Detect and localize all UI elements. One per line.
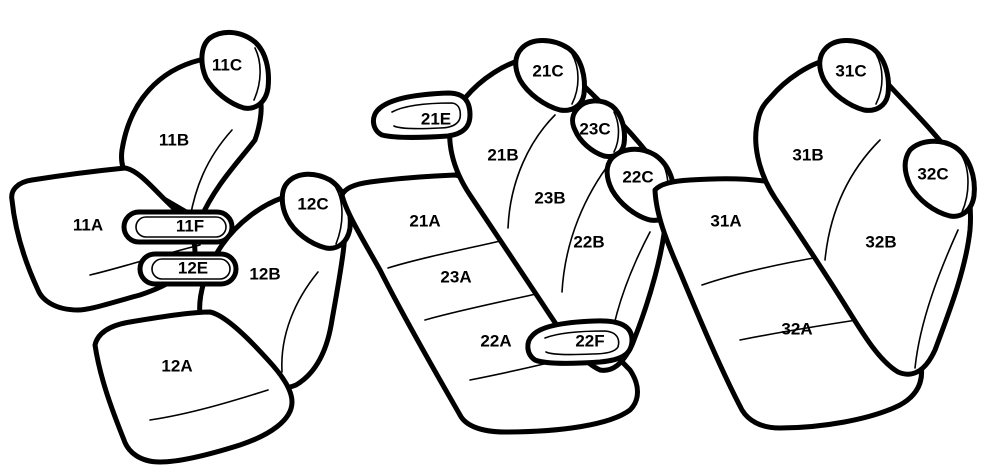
label-21C: 21C — [532, 61, 563, 80]
part-21E-armrest — [371, 90, 473, 140]
part-11C-headrest — [199, 30, 271, 111]
part-31A-cushion — [652, 176, 925, 431]
label-32B: 32B — [865, 232, 896, 251]
label-23A: 23A — [440, 267, 471, 286]
label-12B: 12B — [249, 264, 280, 283]
label-12E: 12E — [178, 258, 208, 277]
label-11A: 11A — [73, 215, 103, 234]
label-12A: 12A — [161, 356, 192, 375]
label-22B: 22B — [573, 232, 604, 251]
label-23B: 23B — [534, 188, 565, 207]
label-11F: 11F — [176, 216, 204, 235]
part-labels: 11C 11B 11A 11F 12E 12C 12B 12A 21E 21C … — [73, 55, 949, 375]
second-row-seat — [339, 38, 677, 435]
part-12A-cushion — [92, 309, 295, 465]
label-11C: 11C — [212, 55, 242, 74]
label-31A: 31A — [710, 211, 741, 230]
part-32C-headrest — [902, 138, 977, 219]
part-11F-armrest — [121, 209, 235, 245]
label-22A: 22A — [480, 331, 511, 350]
front-seat-2 — [92, 171, 353, 465]
label-22C: 22C — [622, 167, 653, 186]
label-23C: 23C — [579, 119, 610, 138]
label-21B: 21B — [487, 145, 518, 164]
label-22F: 22F — [575, 331, 604, 350]
front-seat-1 — [9, 30, 271, 313]
third-row-seat — [652, 38, 977, 431]
label-31C: 31C — [835, 61, 866, 80]
part-31C-headrest — [817, 38, 891, 113]
label-21E: 21E — [421, 109, 451, 128]
label-12C: 12C — [297, 194, 328, 213]
label-21A: 21A — [409, 211, 440, 230]
label-32A: 32A — [781, 319, 812, 338]
label-11B: 11B — [159, 130, 189, 149]
part-12E-armrest — [137, 251, 239, 287]
label-31B: 31B — [792, 145, 823, 164]
label-32C: 32C — [917, 164, 948, 183]
part-12C-headrest — [279, 171, 353, 251]
